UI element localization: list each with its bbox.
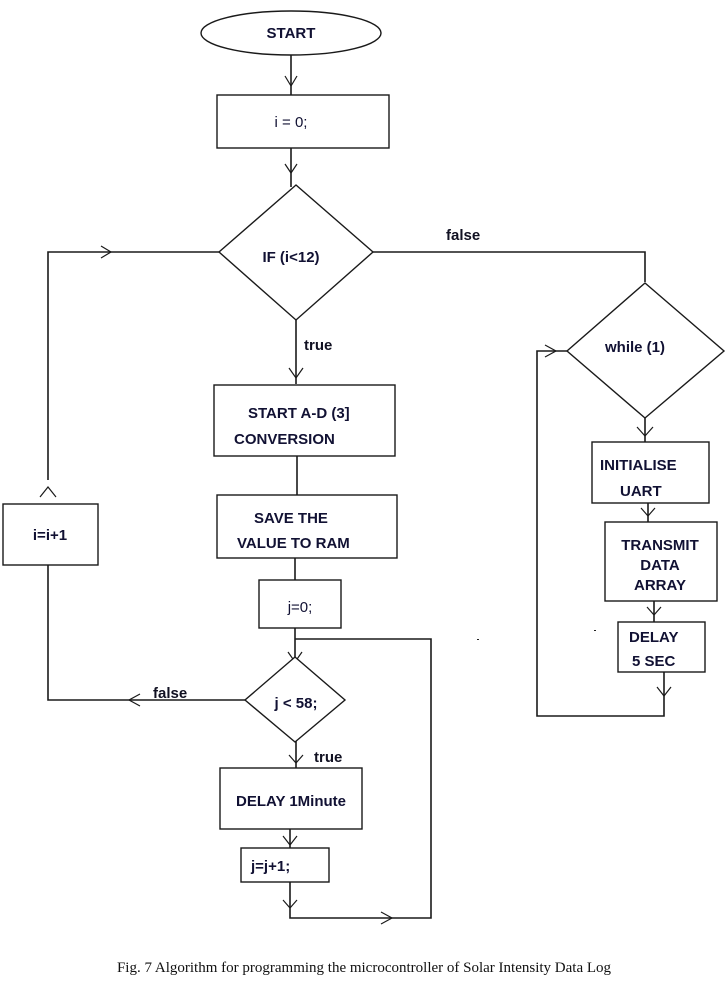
uart-label-line2: UART [620,483,662,500]
arrowhead-down-icon [284,75,298,88]
transmit-label-line1: TRANSMIT [621,537,699,554]
adc-box[interactable] [213,384,396,457]
transmit-label-line2: DATA [640,557,680,574]
if-i-decision[interactable] [217,184,375,321]
inc-j-label: j=j+1; [250,858,290,875]
delay1-box[interactable] [219,767,363,830]
uart-label-line1: INITIALISE [600,457,677,474]
transmit-box[interactable] [604,521,718,602]
arrowhead-down-icon [640,507,656,517]
save-label-line1: SAVE THE [254,510,328,527]
if-j-true-label: true [314,749,342,766]
init-i-box[interactable] [216,94,390,149]
arrowhead-down-icon [282,835,298,846]
edge-if-j-false [47,565,245,701]
while-label: while (1) [604,339,665,356]
transmit-label-line3: ARRAY [634,577,686,594]
node-labels: START i = 0; IF (i<12) START A-D (3] CON… [33,25,699,875]
inc-j-box[interactable] [240,847,330,883]
arrowhead-right-icon [544,344,558,358]
edge-labels: false true false true [153,227,480,766]
flowchart: START i = 0; IF (i<12) START A-D (3] CON… [2,10,726,925]
save-label-line2: VALUE TO RAM [237,535,350,552]
edge-inc-i-to-if-i [47,251,219,480]
if-i-label: IF (i<12) [262,249,319,266]
delay5-box[interactable] [617,621,706,673]
delay5-label-line2: 5 SEC [632,653,676,670]
adc-label-line1: START A-D (3] [248,405,350,422]
start-terminator[interactable] [200,10,382,56]
figure-caption: Fig. 7 Algorithm for programming the mic… [116,960,612,976]
arrowhead-down-icon [646,606,662,616]
adc-label-line2: CONVERSION [234,431,335,448]
delay1-label: DELAY 1Minute [236,793,346,810]
inc-i-box[interactable] [2,503,99,566]
arrowhead-down-icon [656,686,672,697]
edge-delay5-loop [536,350,665,717]
uart-box[interactable] [591,441,710,504]
stray-mark [477,639,479,640]
shapes [2,10,726,883]
connectors [47,55,665,919]
if-j-decision[interactable] [243,656,347,743]
arrowhead-down-icon [288,754,304,764]
arrowhead-down-icon [288,367,304,380]
arrowheads [39,75,672,925]
edge-if-i-false [373,251,646,282]
edge-inc-j-loop [289,638,432,919]
if-i-false-label: false [446,227,480,244]
if-j-label: j < 58; [274,695,318,712]
init-j-label: j=0; [287,599,313,616]
arrowhead-left-icon [127,693,141,707]
arrowhead-right-icon [380,911,394,925]
inc-i-label: i=i+1 [33,527,67,544]
stray-mark [594,630,596,631]
init-j-box[interactable] [258,579,342,629]
if-j-false-label: false [153,685,187,702]
arrowhead-down-icon [636,426,654,437]
start-label: START [267,25,316,42]
arrowhead-up-icon [39,486,57,498]
delay5-label-line1: DELAY [629,629,678,646]
arrowhead-right-icon [100,245,113,259]
if-i-true-label: true [304,337,332,354]
while-decision[interactable] [565,282,726,419]
arrowhead-down-icon [284,163,298,175]
save-box[interactable] [216,494,398,559]
arrowhead-down-icon [282,899,298,909]
init-i-label: i = 0; [275,114,308,131]
